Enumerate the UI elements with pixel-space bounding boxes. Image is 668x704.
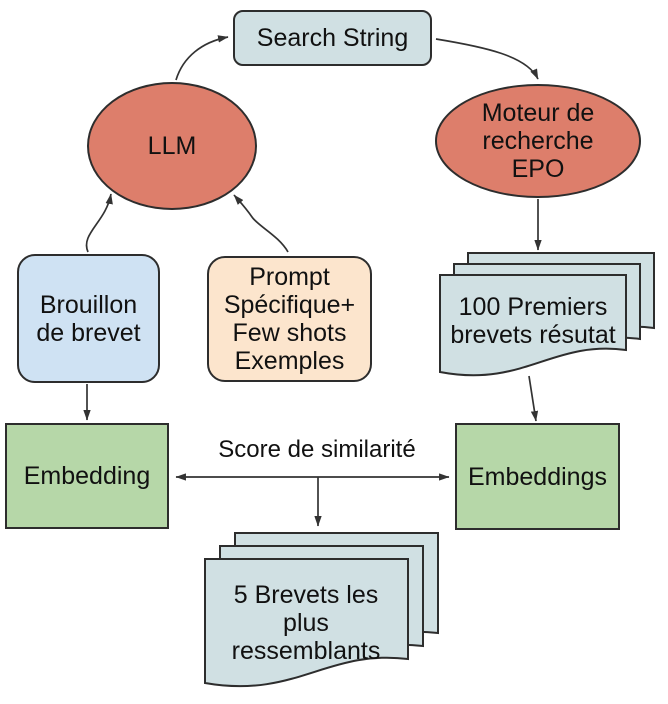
document-sheet (204, 558, 409, 688)
arrow-top-100-to-embeddings (528, 375, 539, 422)
node-top-5-similar-label: 5 Brevets les plus ressemblants (231, 581, 381, 665)
similarity-score-label: Score de similarité (218, 436, 416, 463)
document-stack-top-5 (204, 532, 439, 688)
node-epo-search-engine: Moteur de recherche EPO (435, 84, 641, 198)
node-search-string: Search String (233, 10, 432, 66)
node-embeddings-right: Embeddings (455, 423, 620, 530)
node-embedding-left: Embedding (5, 423, 169, 529)
node-top-100-results-label: 100 Premiers brevets résutat (450, 293, 616, 349)
document-stack-top-100 (439, 252, 655, 377)
node-prompt: Prompt Spécifique+ Few shots Exemples (207, 256, 372, 382)
node-patent-draft: Brouillon de brevet (17, 254, 160, 383)
arrow-llm-to-search-string (175, 35, 229, 81)
arrow-search-string-to-epo (435, 38, 539, 80)
arrow-draft-to-llm (85, 193, 113, 253)
node-llm: LLM (87, 82, 257, 210)
arrow-prompt-to-llm (233, 194, 289, 253)
document-sheet (439, 274, 627, 377)
